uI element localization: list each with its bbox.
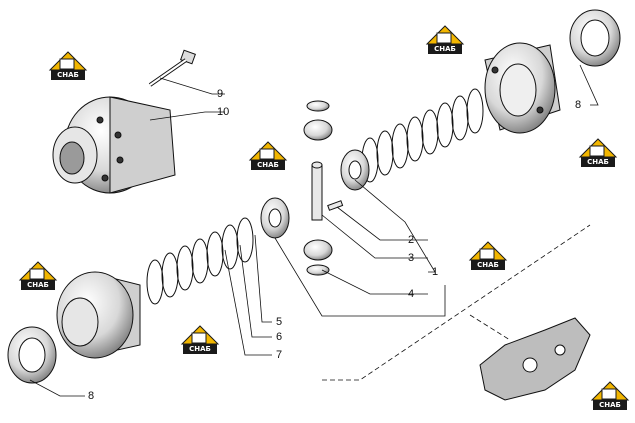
side-gear-lower: [260, 197, 290, 239]
callout-3: 3: [408, 252, 415, 264]
callout-1: 1: [432, 266, 439, 278]
logo-house-icon: [180, 325, 220, 345]
watermark-logo-5: CHAБ: [468, 238, 508, 272]
logo-text: CHAБ: [21, 280, 55, 290]
dashed-reference-line: [322, 224, 591, 381]
watermark-logo-3: CHAБ: [248, 138, 288, 172]
logo-text: CHAБ: [251, 160, 285, 170]
logo-text: CHAБ: [593, 400, 627, 410]
logo-text: CHAБ: [581, 157, 615, 167]
pinion-upper: [303, 100, 333, 141]
housing-upper-left: [52, 96, 176, 194]
housing-lower-left: [56, 271, 141, 359]
logo-house-icon: [18, 261, 58, 281]
bearing-lower: [7, 326, 57, 384]
side-gear-upper: [340, 149, 370, 191]
small-pin: [327, 200, 344, 211]
callout-7: 7: [276, 349, 283, 361]
disc-stack-lower: [146, 217, 254, 305]
callout-10: 10: [217, 106, 230, 118]
housing-upper-right: [484, 42, 561, 134]
bearing-upper: [569, 9, 621, 67]
callout-5: 5: [276, 316, 283, 328]
cross-pin: [311, 161, 323, 221]
callout-6: 6: [276, 331, 283, 343]
bolt-9: [148, 49, 196, 87]
callout-4: 4: [408, 288, 415, 300]
callout-8-lower: 8: [88, 390, 95, 402]
watermark-logo-1: CHAБ: [425, 22, 465, 56]
pinion-lower: [303, 239, 333, 276]
callout-8-upper: 8: [575, 99, 582, 111]
watermark-logo-2: CHAБ: [48, 48, 88, 82]
logo-text: CHAБ: [51, 70, 85, 80]
disc-stack-upper: [361, 88, 484, 183]
watermark-logo-7: CHAБ: [180, 322, 220, 356]
logo-house-icon: [425, 25, 465, 45]
logo-house-icon: [48, 51, 88, 71]
logo-house-icon: [248, 141, 288, 161]
logo-house-icon: [578, 138, 618, 158]
logo-text: CHAБ: [183, 344, 217, 354]
axle-housing-assembly: [479, 317, 591, 401]
logo-house-icon: [468, 241, 508, 261]
logo-house-icon: [590, 381, 630, 401]
logo-text: CHAБ: [428, 44, 462, 54]
watermark-logo-8: CHAБ: [590, 378, 630, 412]
callout-2: 2: [408, 234, 415, 246]
callout-9: 9: [217, 88, 224, 100]
watermark-logo-4: CHAБ: [578, 135, 618, 169]
logo-text: CHAБ: [471, 260, 505, 270]
watermark-logo-6: CHAБ: [18, 258, 58, 292]
leader-lines: [29, 64, 599, 397]
